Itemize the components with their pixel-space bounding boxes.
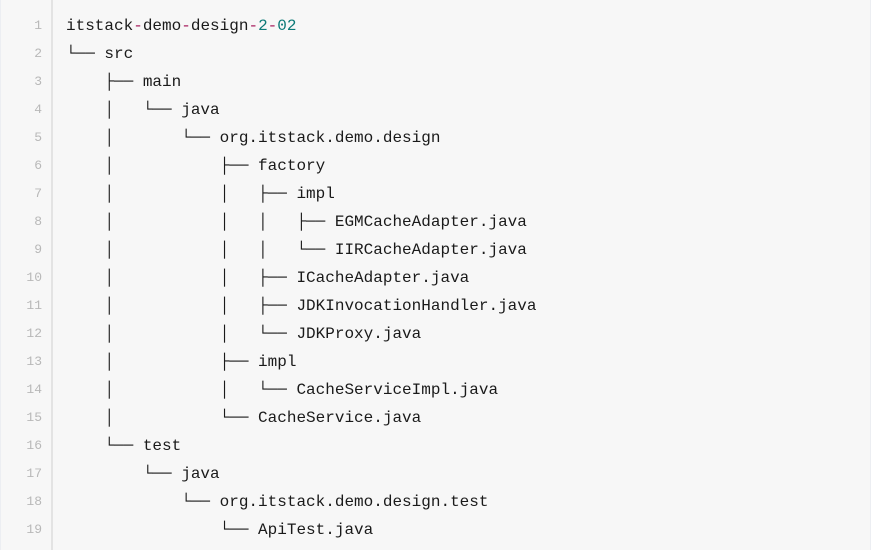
token-text: │ ├── factory: [66, 157, 326, 175]
token-text: itstack: [66, 17, 134, 35]
line-number: 1: [34, 18, 42, 33]
line-number: 13: [26, 354, 42, 369]
line-number: 17: [26, 466, 42, 481]
line-number: 18: [26, 494, 42, 509]
line-number: 12: [26, 326, 42, 341]
code-line: │ │ ├── ICacheAdapter.java: [66, 264, 870, 292]
line-number: 6: [34, 158, 42, 173]
token-text: │ │ ├── impl: [66, 185, 335, 203]
token-text: │ └── org.itstack.demo.design: [66, 129, 441, 147]
line-number: 3: [34, 74, 42, 89]
line-number: 10: [26, 270, 42, 285]
line-number: 11: [26, 298, 42, 313]
code-line: ├── main: [66, 68, 870, 96]
line-number: 16: [26, 438, 42, 453]
line-number: 19: [26, 522, 42, 537]
token-text: │ │ └── CacheServiceImpl.java: [66, 381, 499, 399]
code-line: └── org.itstack.demo.design.test: [66, 488, 870, 516]
token-text: │ └── java: [66, 101, 220, 119]
token-operator: -: [181, 17, 191, 35]
token-text: │ │ ├── JDKInvocationHandler.java: [66, 297, 537, 315]
code-line: │ ├── factory: [66, 152, 870, 180]
token-text: └── src: [66, 45, 134, 63]
token-text: demo: [142, 17, 182, 35]
token-text: design: [190, 17, 249, 35]
code-line: └── test: [66, 432, 870, 460]
token-operator: -: [133, 17, 143, 35]
code-line: │ │ │ └── IIRCacheAdapter.java: [66, 236, 870, 264]
line-number: 7: [34, 186, 42, 201]
line-number: 4: [34, 102, 42, 117]
code-line: │ │ ├── JDKInvocationHandler.java: [66, 292, 870, 320]
code-line: └── java: [66, 460, 870, 488]
code-line: │ └── CacheService.java: [66, 404, 870, 432]
token-operator: -: [248, 17, 259, 35]
code-line: │ │ │ ├── EGMCacheAdapter.java: [66, 208, 870, 236]
code-content-area[interactable]: itstack-demo-design-2-02└── src ├── main…: [53, 0, 870, 550]
line-number: 2: [34, 46, 42, 61]
code-line: │ │ ├── impl: [66, 180, 870, 208]
line-number: 5: [34, 130, 42, 145]
code-line: │ ├── impl: [66, 348, 870, 376]
code-line: itstack-demo-design-2-02: [66, 12, 870, 40]
token-text: │ │ ├── ICacheAdapter.java: [66, 269, 470, 287]
code-line: └── src: [66, 40, 870, 68]
code-line: │ └── java: [66, 96, 870, 124]
token-text: └── org.itstack.demo.design.test: [66, 493, 489, 511]
token-number: 02: [277, 17, 297, 35]
token-text: │ ├── impl: [66, 353, 297, 371]
line-number: 14: [26, 382, 42, 397]
code-line: └── ApiTest.java: [66, 516, 870, 544]
token-text: └── ApiTest.java: [66, 521, 374, 539]
token-text: └── test: [66, 437, 182, 455]
line-number: 8: [34, 214, 42, 229]
token-text: │ └── CacheService.java: [66, 409, 422, 427]
token-text: │ │ │ └── IIRCacheAdapter.java: [66, 241, 527, 259]
token-text: │ │ └── JDKProxy.java: [66, 325, 422, 343]
code-line: │ │ └── CacheServiceImpl.java: [66, 376, 870, 404]
line-number: 15: [26, 410, 42, 425]
token-number: 2: [258, 17, 268, 35]
token-text: └── java: [66, 465, 220, 483]
code-line: │ │ └── JDKProxy.java: [66, 320, 870, 348]
line-number: 9: [34, 242, 42, 257]
token-text: ├── main: [66, 73, 182, 91]
token-operator: -: [267, 17, 278, 35]
code-line: │ └── org.itstack.demo.design: [66, 124, 870, 152]
token-text: │ │ │ ├── EGMCacheAdapter.java: [66, 213, 527, 231]
